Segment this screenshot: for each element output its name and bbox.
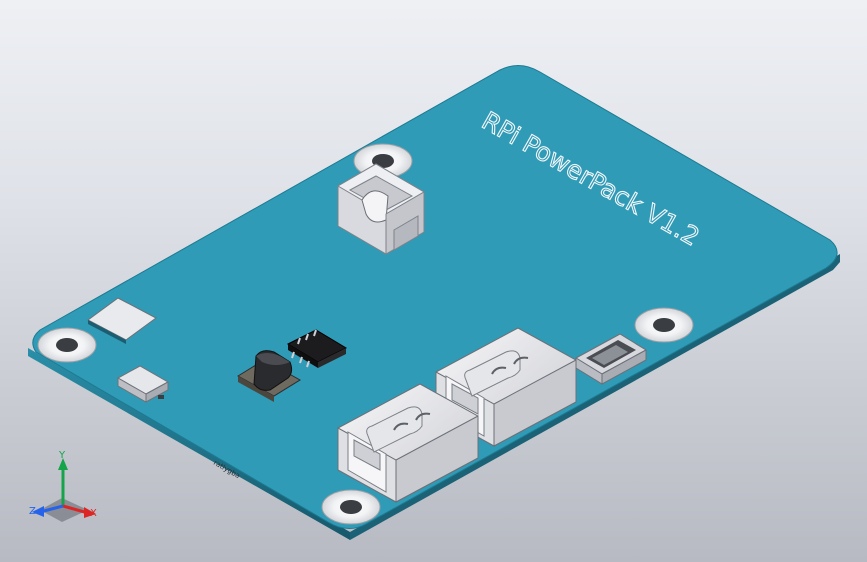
- pcb-board[interactable]: [28, 65, 840, 540]
- triad-z-label: Z: [29, 506, 36, 517]
- triad-x-label: X: [90, 508, 97, 519]
- mounting-hole-left: [37, 327, 97, 363]
- tactile-switch[interactable]: [116, 365, 170, 403]
- pcb-top-face: [32, 65, 838, 529]
- pcb-edge-left: [28, 348, 350, 540]
- usb-a-port-2[interactable]: [337, 383, 479, 503]
- axis-triad: Y X Z: [29, 450, 97, 522]
- smd-inductor: [237, 350, 301, 402]
- triad-y-label: Y: [58, 450, 66, 461]
- mounting-hole-right: [634, 307, 694, 343]
- board-cutout: [87, 297, 157, 344]
- jst-connector[interactable]: [337, 163, 425, 255]
- mounting-hole-bottom: [321, 489, 381, 525]
- micro-usb-port[interactable]: [575, 333, 647, 385]
- soic-chip: [286, 329, 348, 368]
